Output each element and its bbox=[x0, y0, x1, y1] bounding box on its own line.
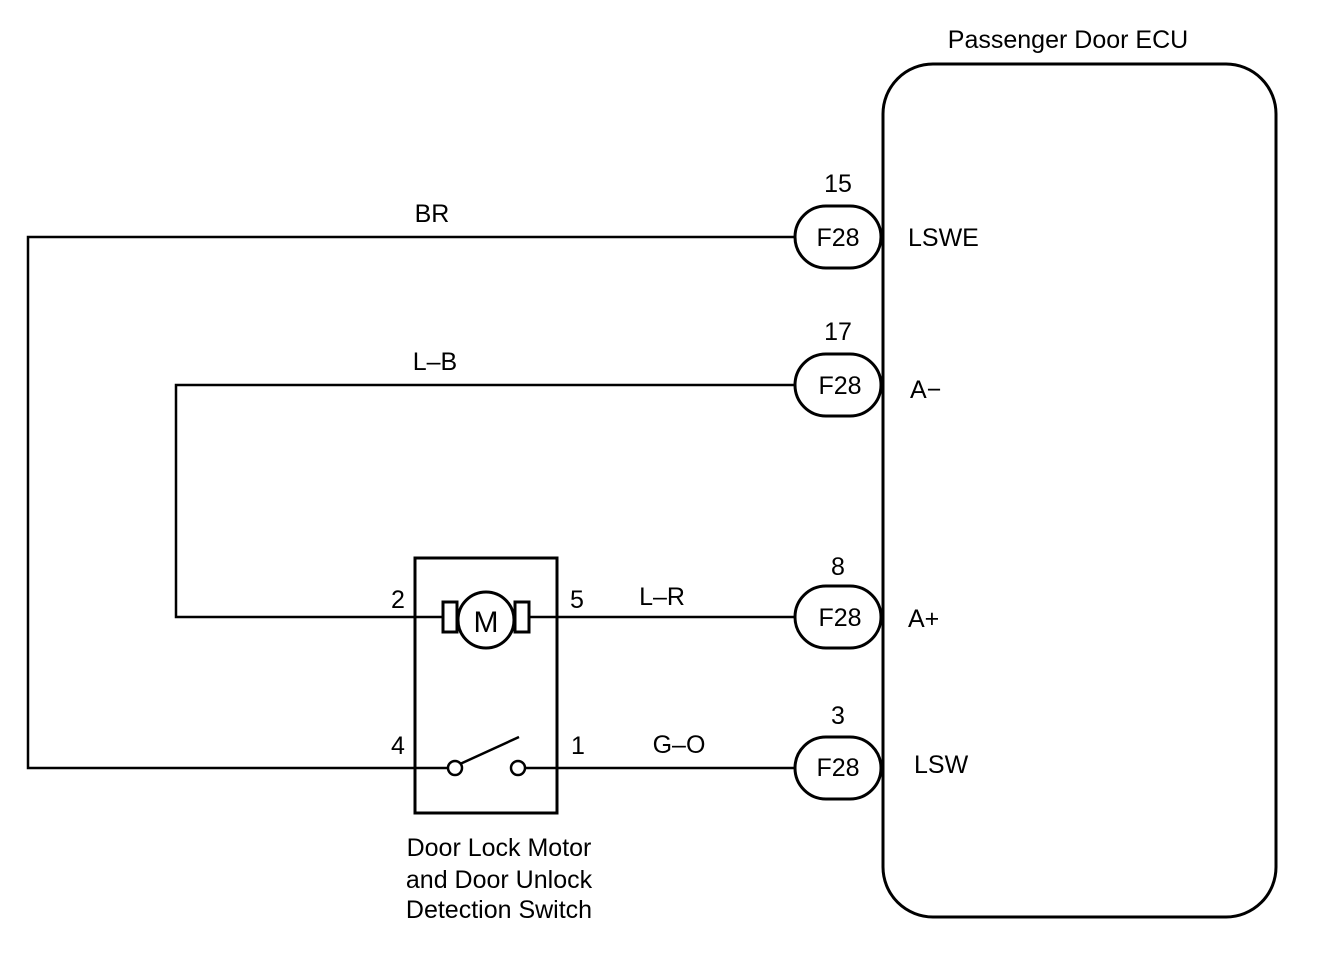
connector-f28-17: F28 17 A− bbox=[793, 318, 941, 418]
connector-pin: 17 bbox=[824, 318, 852, 346]
component-name-line-2: and Door Unlock bbox=[406, 866, 593, 894]
connector-pin: 3 bbox=[831, 702, 845, 730]
motor-icon bbox=[456, 590, 516, 650]
connector-f28-8: F28 8 A+ bbox=[793, 553, 939, 650]
ecu-body bbox=[881, 62, 1278, 919]
component-pin-4: 4 bbox=[391, 732, 405, 760]
component-housing bbox=[413, 556, 559, 815]
connector-body bbox=[793, 584, 883, 650]
connector-code: F28 bbox=[818, 604, 861, 632]
connector-body bbox=[793, 352, 883, 418]
ecu-terminal-lsw: LSW bbox=[914, 751, 969, 779]
component-pin-5: 5 bbox=[570, 586, 584, 614]
connector-pin: 15 bbox=[824, 170, 852, 198]
wire-label-br: BR bbox=[415, 200, 450, 228]
connector-code: F28 bbox=[816, 754, 859, 782]
wire-br bbox=[26, 235, 795, 770]
connector-pin: 8 bbox=[831, 553, 845, 581]
motor-brush-left bbox=[441, 600, 459, 634]
ecu-terminal-a-plus: A+ bbox=[908, 605, 939, 633]
ecu-terminal-a-minus: A− bbox=[910, 376, 941, 404]
component-pin-1: 1 bbox=[571, 732, 585, 760]
wire-label-l-b: L–B bbox=[413, 348, 457, 376]
ecu-terminal-lswe: LSWE bbox=[908, 224, 979, 252]
component-name-line-1: Door Lock Motor bbox=[407, 834, 592, 862]
connector-code: F28 bbox=[816, 224, 859, 252]
component-name-line-3: Detection Switch bbox=[406, 896, 592, 924]
switch-contact-right bbox=[509, 759, 527, 777]
switch-lever-icon bbox=[459, 735, 520, 766]
ecu-title: Passenger Door ECU bbox=[948, 26, 1188, 54]
wire-label-l-r: L–R bbox=[639, 583, 685, 611]
wire-l-b bbox=[174, 383, 795, 619]
connector-code: F28 bbox=[818, 372, 861, 400]
connector-f28-15: F28 15 LSWE bbox=[793, 170, 979, 270]
connector-body bbox=[793, 204, 883, 270]
switch-contact-left bbox=[446, 759, 464, 777]
wire-label-g-o: G–O bbox=[653, 731, 706, 759]
connector-body bbox=[793, 735, 883, 801]
door-lock-motor-assembly: M 2 5 4 1 Door Lock Motor and Door Unloc… bbox=[391, 556, 593, 924]
component-pin-2: 2 bbox=[391, 586, 405, 614]
connector-f28-3: F28 3 LSW bbox=[793, 702, 969, 801]
motor-symbol: M bbox=[474, 606, 499, 639]
motor-brush-right bbox=[513, 600, 531, 634]
